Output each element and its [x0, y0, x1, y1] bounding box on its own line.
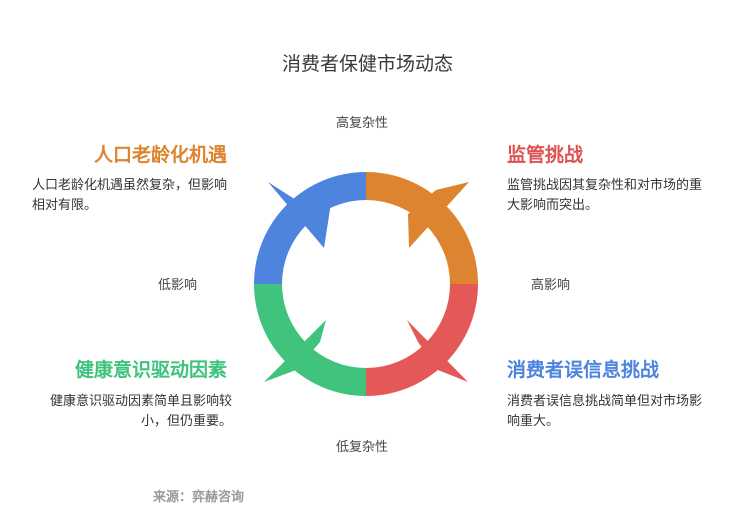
cycle-segment-top-left	[254, 172, 366, 284]
quadrant-heading-top-left: 人口老龄化机遇	[93, 144, 227, 166]
quadrant-desc-bottom-right: 消费者误信息挑战简单但对市场影响重大。	[507, 394, 703, 429]
cycle-segment-bottom-left	[254, 284, 366, 396]
quadrant-desc-top-right: 监管挑战因其复杂性和对市场的重大影响而突出。	[507, 178, 703, 213]
source-note: 来源：弈赫咨询	[153, 490, 245, 505]
cycle-arrowhead-top-right	[408, 182, 469, 248]
quadrant-heading-bottom-left: 健康意识驱动因素	[74, 359, 227, 381]
cycle-segment-top-right	[366, 172, 478, 284]
cycle-arrowhead-top-left	[268, 182, 333, 248]
axis-label-top: 高复杂性	[336, 116, 389, 131]
cycle-segment-bottom-right	[366, 284, 478, 396]
page-title: 消费者保健市场动态	[281, 53, 453, 75]
cycle-arrowhead-bottom-right	[407, 320, 468, 382]
axis-label-bottom: 低复杂性	[336, 440, 389, 455]
quadrant-desc-top-left: 人口老龄化机遇虽然复杂，但影响相对有限。	[32, 178, 228, 213]
axis-label-left: 低影响	[158, 278, 198, 293]
axis-label-right: 高影响	[531, 278, 571, 293]
quadrant-desc-bottom-left: 健康意识驱动因素简单且影响较小，但仍重要。	[49, 394, 232, 429]
quadrant-heading-top-right: 监管挑战	[507, 144, 584, 166]
quadrant-heading-bottom-right: 消费者误信息挑战	[507, 359, 660, 381]
cycle-arrowhead-bottom-left	[264, 320, 326, 382]
